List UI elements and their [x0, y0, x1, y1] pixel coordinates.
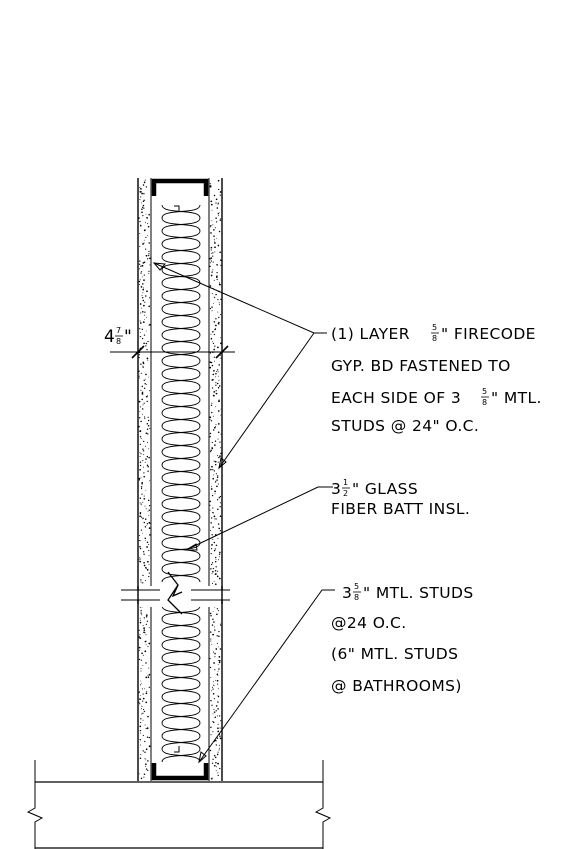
note-studs-num: 5: [354, 582, 359, 591]
note-studs-line3: (6" MTL. STUDS: [331, 645, 458, 663]
note-batt-insulation: 3 1 2 " GLASS FIBER BATT INSL.: [331, 478, 470, 518]
gypsum-stipple: [138, 179, 222, 780]
wall-thickness-dimension: 4 7 8 ": [104, 326, 235, 359]
leader-lines: [152, 262, 335, 764]
gypsum-board-left: [137, 178, 152, 781]
break-line: [121, 571, 230, 615]
note-studs-whole: 3: [342, 584, 352, 602]
note-insul-whole: 3: [331, 480, 341, 498]
note-gyp-line1-num: 5: [432, 323, 437, 332]
note-insul-line1-end: " GLASS: [352, 480, 418, 498]
note-insul-den: 2: [343, 489, 348, 498]
note-metal-studs: 3 5 8 " MTL. STUDS @24 O.C. (6" MTL. STU…: [331, 582, 474, 695]
floor-slab: [26, 760, 332, 849]
note-gyp-line2: GYP. BD FASTENED TO: [331, 357, 511, 375]
note-insul-num: 1: [343, 478, 348, 487]
gypsum-board-right: [208, 178, 223, 781]
batt-insulation: [161, 204, 201, 763]
note-gyp-line3-end: " MTL.: [491, 389, 542, 407]
bottom-stud-track: [151, 746, 209, 781]
dimension-numerator: 7: [116, 326, 121, 335]
note-studs-den: 8: [354, 593, 359, 602]
dimension-whole: 4: [104, 327, 115, 347]
note-gyp-line3-start: EACH SIDE OF 3: [331, 389, 461, 407]
note-studs-line1-end: " MTL. STUDS: [363, 584, 474, 602]
note-studs-line4: @ BATHROOMS): [331, 677, 462, 695]
note-gyp-line1-end: " FIRECODE: [441, 325, 536, 343]
note-insul-line2: FIBER BATT INSL.: [331, 500, 470, 518]
dimension-denominator: 8: [116, 337, 121, 346]
note-gyp-line3-den: 8: [482, 398, 487, 407]
top-stud-track: [151, 178, 209, 212]
note-gyp-line4: STUDS @ 24" O.C.: [331, 417, 479, 435]
note-studs-line2: @24 O.C.: [331, 614, 407, 632]
dimension-unit: ": [124, 327, 132, 347]
note-gyp-line3-num: 5: [482, 387, 487, 396]
note-gyp-line1-den: 8: [432, 334, 437, 343]
note-gyp-line1-start: (1) LAYER: [331, 325, 410, 343]
note-gypsum-board: (1) LAYER 5 8 " FIRECODE GYP. BD FASTENE…: [331, 323, 542, 435]
